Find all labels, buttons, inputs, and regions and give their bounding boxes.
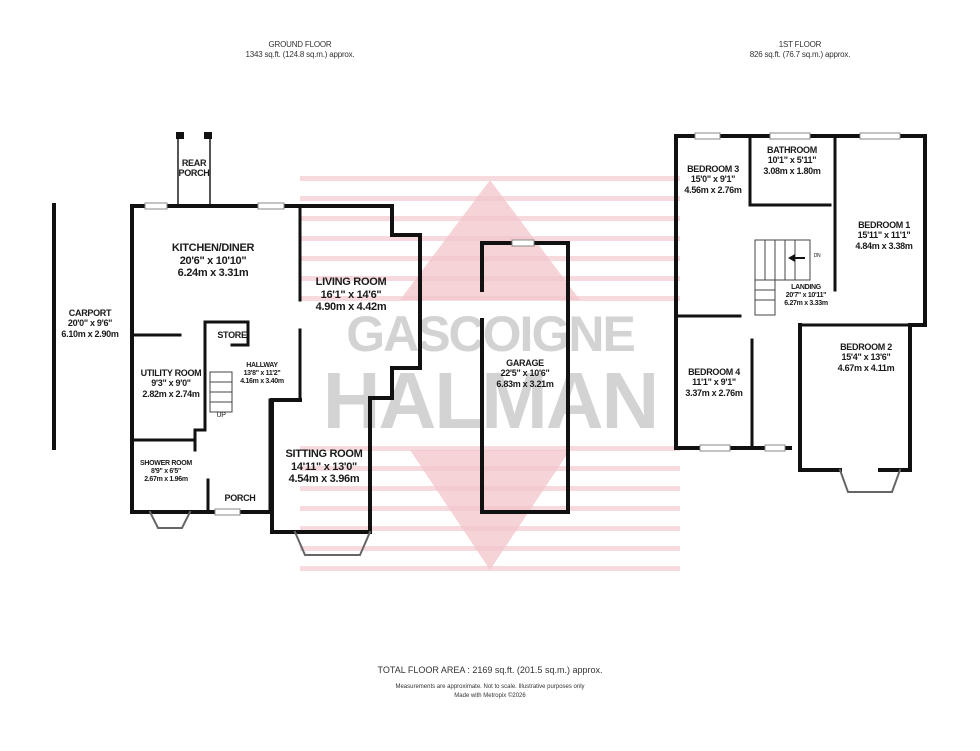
first-floor-title: 1ST FLOOR [778,40,822,49]
room-label-porch: PORCH [224,493,256,503]
watermark-text-top: GASCOIGNE [346,306,636,362]
ground-floor-header: GROUND FLOOR 1343 sq.ft. (124.8 sq.m.) a… [210,40,390,60]
room-label-store: STORE [217,330,247,340]
disclaimer-text: Measurements are approximate. Not to sca… [395,684,585,690]
living-sitting-walls [270,204,422,534]
watermark-text-bottom: HALMAN [322,356,660,445]
stair-down-label: DN [813,253,821,259]
stair-up-label: UP [216,412,226,419]
rear-porch-walls [177,134,211,206]
first-floor-header: 1ST FLOOR 826 sq.ft. (76.7 sq.m.) approx… [710,40,890,60]
ground-floor-title: GROUND FLOOR [268,40,332,49]
total-floor-area: TOTAL FLOOR AREA : 2169 sq.ft. (201.5 sq… [377,665,603,675]
first-floor-area: 826 sq.ft. (76.7 sq.m.) approx. [749,50,851,59]
credit-text: Made with Metropix ©2026 [454,693,526,699]
ground-floor-area: 1343 sq.ft. (124.8 sq.m.) approx. [245,50,355,59]
watermark-triangle-top [400,180,580,300]
garage-walls [480,241,570,514]
